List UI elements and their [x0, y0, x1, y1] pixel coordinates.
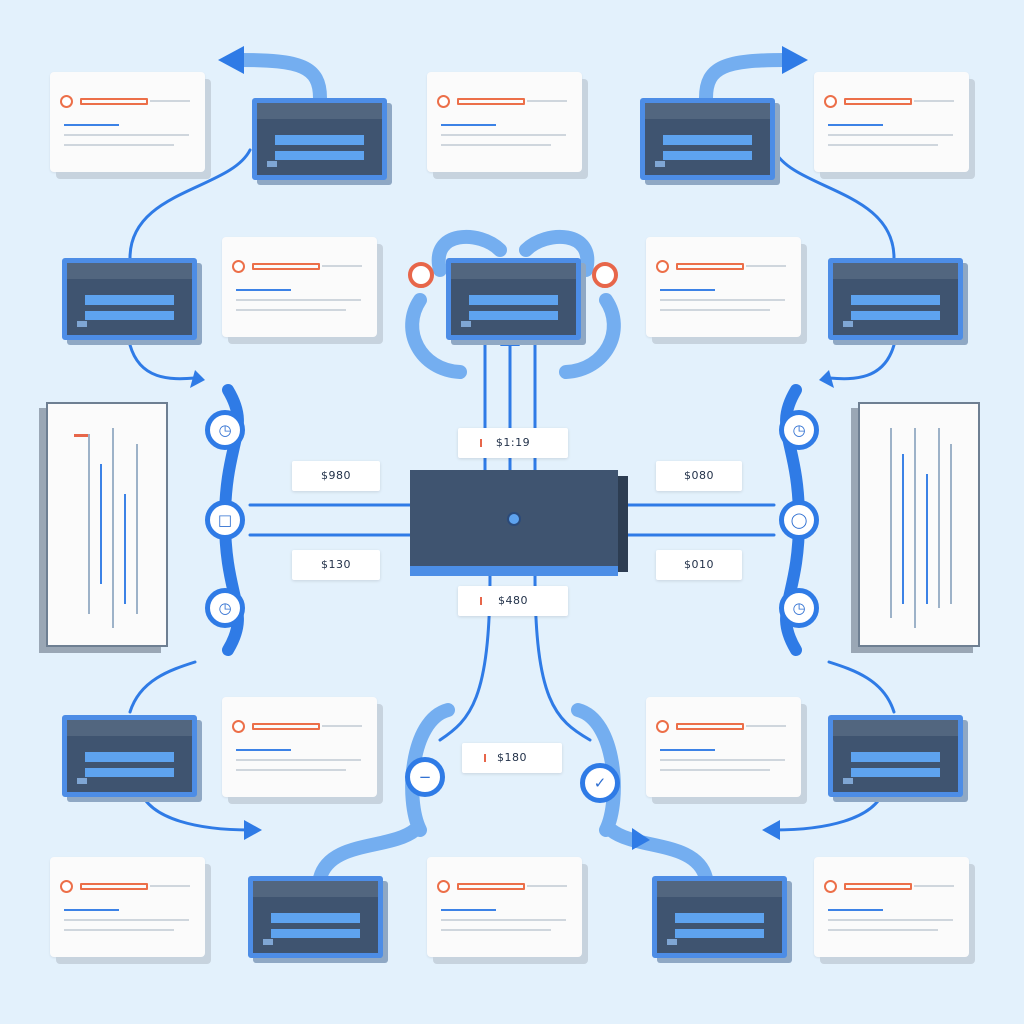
- check-icon: ✓: [580, 763, 620, 803]
- router-icon: [507, 512, 521, 526]
- price-value: $130: [321, 558, 351, 571]
- price-value: $180: [497, 751, 527, 764]
- price-value: $980: [321, 469, 351, 482]
- connector-line: [128, 148, 252, 260]
- central-hub: [410, 470, 618, 566]
- arrow-head: [244, 820, 262, 840]
- flow-arrow: [431, 230, 507, 277]
- pin-icon: [408, 262, 434, 288]
- monitor-node: [828, 715, 963, 797]
- price-label-bottom-lower: $180: [462, 743, 562, 773]
- clock-icon: □: [205, 500, 245, 540]
- price-value: $010: [684, 558, 714, 571]
- arrow-head: [632, 828, 650, 850]
- info-card: [222, 237, 377, 337]
- pin-icon: [592, 262, 618, 288]
- price-value: $1:19: [495, 436, 531, 449]
- price-label-bottom: $480: [458, 586, 568, 616]
- flow-arrow: [604, 823, 713, 885]
- price-label-left-upper: $980: [292, 461, 380, 491]
- connector-line: [772, 148, 896, 260]
- connector-line: [827, 343, 896, 381]
- price-label-right-upper: $080: [656, 461, 742, 491]
- flow-arrow: [571, 703, 621, 837]
- arrow-head: [190, 370, 205, 388]
- monitor-node: [248, 876, 383, 958]
- flow-arrow: [233, 53, 327, 105]
- connector-line: [138, 788, 252, 832]
- window-icon: [267, 161, 277, 167]
- monitor-node: [252, 98, 387, 180]
- window-icon: [843, 321, 853, 327]
- monitor-node: [828, 258, 963, 340]
- price-label-right-lower: $010: [656, 550, 742, 580]
- window-icon: [461, 321, 471, 327]
- monitor-node: [62, 258, 197, 340]
- clock-icon: ◷: [779, 410, 819, 450]
- info-card: [814, 857, 969, 957]
- info-card: [814, 72, 969, 172]
- monitor-node: [62, 715, 197, 797]
- arrow-head: [819, 370, 834, 388]
- arrow-head: [218, 46, 244, 74]
- flow-arrow: [519, 230, 595, 277]
- connector-line: [827, 660, 896, 714]
- arrow-head: [782, 46, 808, 74]
- monitor-node: [652, 876, 787, 958]
- window-icon: [655, 161, 665, 167]
- window-icon: [843, 778, 853, 784]
- clock-icon: ◯: [779, 500, 819, 540]
- flow-arrow: [699, 53, 793, 105]
- flow-arrow: [405, 293, 467, 379]
- minus-icon: −: [405, 757, 445, 797]
- info-card: [427, 72, 582, 172]
- document-panel-right: [858, 402, 980, 647]
- clock-icon: ◷: [779, 588, 819, 628]
- info-card: [50, 857, 205, 957]
- price-value: $480: [498, 594, 528, 607]
- window-icon: [667, 939, 677, 945]
- connector-line: [128, 343, 197, 381]
- clock-icon: ◷: [205, 410, 245, 450]
- window-icon: [77, 778, 87, 784]
- info-card: [646, 237, 801, 337]
- info-card: [427, 857, 582, 957]
- connector-line: [128, 660, 197, 714]
- arrow-head: [762, 820, 780, 840]
- monitor-node: [640, 98, 775, 180]
- window-icon: [77, 321, 87, 327]
- flow-arrow: [559, 293, 621, 379]
- window-icon: [263, 939, 273, 945]
- document-panel-left: [46, 402, 168, 647]
- info-card: [222, 697, 377, 797]
- info-card: [50, 72, 205, 172]
- price-value: $080: [684, 469, 714, 482]
- flow-arrow: [313, 823, 422, 885]
- price-label-left-lower: $130: [292, 550, 380, 580]
- clock-icon: ◷: [205, 588, 245, 628]
- price-label-top: $1:19: [458, 428, 568, 458]
- monitor-node: [446, 258, 581, 340]
- connector-line: [772, 788, 886, 832]
- info-card: [646, 697, 801, 797]
